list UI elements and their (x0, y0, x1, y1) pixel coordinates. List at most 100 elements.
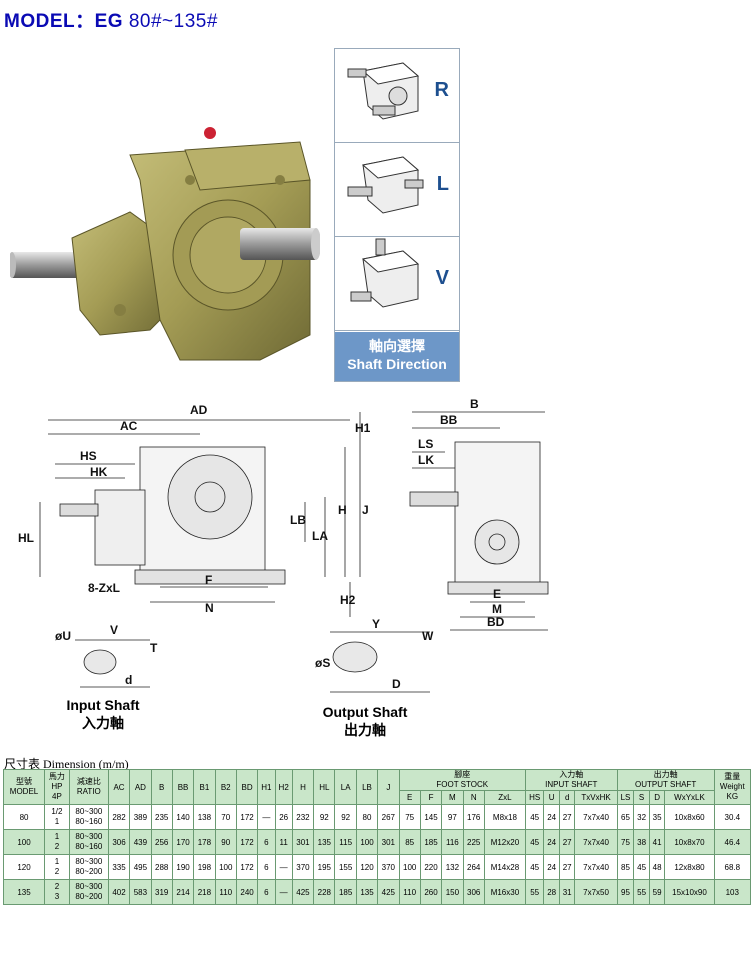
svg-text:N: N (205, 601, 214, 615)
cell-n: 264 (462, 854, 485, 880)
cell-j: 301 (377, 829, 400, 855)
header-u: U (543, 790, 560, 805)
cell-hs: 45 (524, 804, 545, 830)
svg-text:Y: Y (372, 617, 380, 631)
cell-d-input: 31 (558, 879, 576, 905)
svg-text:øS: øS (315, 656, 330, 670)
cell-e: 110 (398, 879, 421, 905)
svg-text:J: J (362, 503, 369, 517)
cell-b1: 178 (193, 829, 216, 855)
header-ad: AD (129, 769, 152, 805)
cell-weight: 68.8 (713, 854, 752, 880)
cell-zxl: M8x18 (483, 804, 526, 830)
svg-text:H1: H1 (355, 421, 371, 435)
cell-model: 80 (2, 804, 46, 830)
cell-la: 185 (334, 879, 357, 905)
cell-zxl: M12x20 (483, 829, 526, 855)
cell-f: 185 (419, 829, 443, 855)
cell-lb: 120 (355, 854, 379, 880)
cell-model: 120 (2, 854, 46, 880)
cell-b1: 218 (193, 879, 216, 905)
cell-weight: 46.4 (713, 829, 752, 855)
cell-wxyxlk: 10x8x60 (664, 804, 715, 830)
header-ls: LS (616, 790, 635, 805)
cell-ls: 85 (616, 854, 635, 880)
svg-text:AC: AC (120, 419, 138, 433)
cell-e: 100 (398, 854, 421, 880)
cell-ac: 335 (107, 854, 131, 880)
cell-bb: 190 (171, 854, 195, 880)
cell-hs: 45 (524, 829, 545, 855)
svg-text:AD: AD (190, 403, 208, 417)
svg-text:HL: HL (18, 531, 34, 545)
cell-m: 132 (441, 854, 464, 880)
cell-bb: 214 (171, 879, 195, 905)
header-j: J (377, 769, 400, 805)
cell-s: 45 (633, 854, 650, 880)
cell-f: 145 (419, 804, 443, 830)
cell-wxyxlk: 15x10x90 (664, 879, 715, 905)
cell-u: 28 (543, 879, 560, 905)
svg-text:H2: H2 (340, 593, 356, 607)
cell-h: 301 (291, 829, 315, 855)
cell-h1: 6 (257, 854, 276, 880)
header-h1: H1 (257, 769, 276, 805)
cell-b1: 138 (193, 804, 216, 830)
header-b2: B2 (214, 769, 237, 805)
svg-text:LK: LK (418, 453, 434, 467)
cell-hs: 55 (524, 879, 545, 905)
svg-text:LA: LA (312, 529, 328, 543)
svg-text:H: H (338, 503, 347, 517)
cell-ad: 439 (129, 829, 152, 855)
cell-model: 100 (2, 829, 46, 855)
cell-h2: 26 (274, 804, 293, 830)
cell-n: 306 (462, 879, 485, 905)
svg-text:T: T (150, 641, 158, 655)
cell-ad: 583 (129, 879, 152, 905)
header-wxyxlk: WxYxLK (664, 790, 715, 805)
gearbox-r-icon (347, 62, 420, 120)
cell-weight: 103 (713, 879, 752, 905)
cell-zxl: M16x30 (483, 879, 526, 905)
cell-s: 38 (633, 829, 650, 855)
cell-h2: — (274, 879, 293, 905)
header-e: E (398, 790, 421, 805)
header-txvxhk: TxVxHK (574, 790, 618, 805)
cell-txvxhk: 7x7x50 (574, 879, 618, 905)
header-h: H (291, 769, 315, 805)
header-s: S (633, 790, 650, 805)
cell-j: 370 (377, 854, 400, 880)
cell-u: 24 (543, 804, 560, 830)
svg-text:M: M (492, 602, 502, 616)
cell-u: 24 (543, 854, 560, 880)
cell-f: 260 (419, 879, 443, 905)
cell-bd: 240 (235, 879, 259, 905)
cell-ac: 282 (107, 804, 131, 830)
cell-n: 176 (462, 804, 485, 830)
cell-la: 92 (334, 804, 357, 830)
cell-hl: 92 (313, 804, 336, 830)
svg-text:HS: HS (80, 449, 97, 463)
cell-h2: — (274, 854, 293, 880)
gear-reducer-photo (10, 127, 320, 361)
cell-f: 220 (419, 854, 443, 880)
cell-e: 85 (398, 829, 421, 855)
header-h2: H2 (274, 769, 293, 805)
cell-b: 319 (150, 879, 173, 905)
cell-bd: 172 (235, 854, 259, 880)
header-hs: HS (524, 790, 545, 805)
